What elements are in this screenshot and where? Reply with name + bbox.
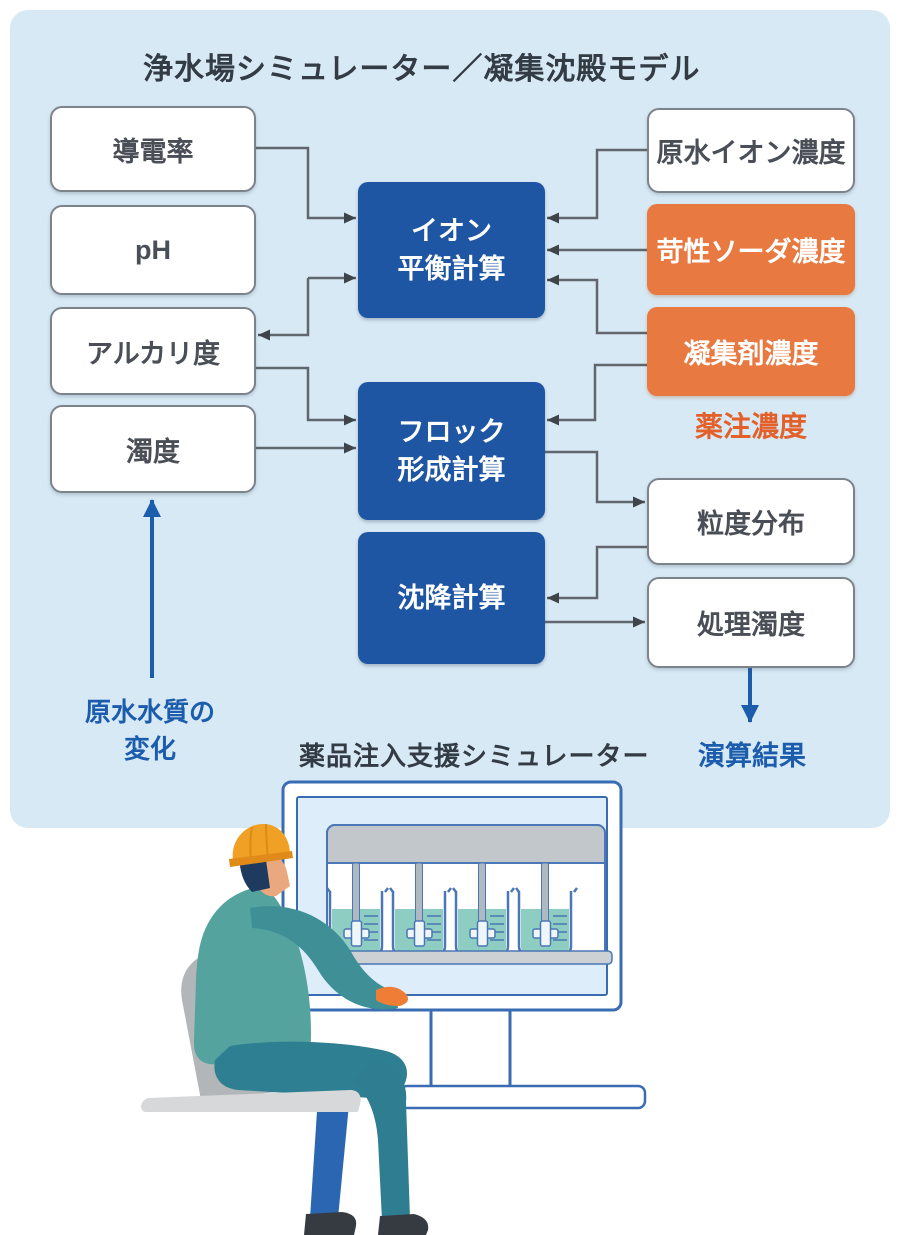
connector-raw-ion-to-ion-calc	[547, 148, 647, 224]
monitor-base	[398, 1084, 647, 1110]
operator-person	[193, 823, 429, 1235]
monitor-stand	[429, 1010, 512, 1088]
jar-tester	[319, 824, 613, 965]
connector-particle-size-to-sedimentation	[547, 545, 647, 604]
connector-coagulant-to-ion-calc	[547, 274, 647, 335]
calc-box-floc-formation: フロック 形成計算	[358, 382, 545, 520]
connector-alkalinity-to-floc-calc	[256, 366, 356, 426]
calc-box-sedimentation: 沈降計算	[358, 532, 545, 664]
output-box-particle-size: 粒度分布	[647, 478, 855, 565]
box-label: 処理濁度	[697, 610, 805, 640]
note-line: 原水水質の	[84, 697, 215, 727]
simulator-caption: 薬品注入支援シミュレーター	[299, 741, 650, 771]
input-box-conductivity: 導電率	[50, 106, 256, 192]
box-label: 導電率	[112, 136, 194, 167]
monitor-illustration	[281, 780, 647, 1110]
person-shoe	[304, 1212, 357, 1235]
connector-floc-calc-to-particle-size	[545, 450, 645, 508]
box-label: 凝集剤濃度	[683, 339, 819, 369]
input-box-alkalinity: アルカリ度	[50, 307, 256, 395]
jar-tester-shelf	[319, 950, 613, 965]
raw-water-change-note: 原水水質の 変化	[55, 694, 245, 768]
calc-box-label-line2: 平衡計算	[397, 254, 506, 284]
note-line: 変化	[123, 734, 176, 764]
calc-box-label-line1: イオン	[411, 216, 492, 246]
output-box-treated-turbidity: 処理濁度	[647, 577, 855, 668]
box-label: アルカリ度	[86, 338, 220, 369]
box-label: 粒度分布	[697, 509, 805, 539]
input-box-turbidity: 濁度	[50, 405, 256, 493]
connector-coagulant-to-floc-calc	[547, 363, 647, 426]
box-label: 苛性ソーダ濃度	[656, 237, 846, 267]
box-label: 原水イオン濃度	[656, 138, 846, 168]
calc-box-ion-equilibrium: イオン 平衡計算	[358, 182, 545, 318]
jar-tester-motor-bar	[326, 824, 606, 864]
calc-box-label-line1: 沈降計算	[397, 583, 506, 613]
chemical-box-coagulant: 凝集剤濃度	[647, 307, 855, 396]
person-arm	[250, 906, 398, 1010]
hard-hat-brim	[229, 851, 293, 867]
diagram-title: 浄水場シミュレーター／凝集沈殿モデル	[143, 53, 701, 86]
input-box-ph: pH	[50, 205, 256, 295]
person-front-leg	[352, 1060, 410, 1220]
chemical-group-label: 薬注濃度	[694, 411, 807, 442]
person-back-leg	[310, 1094, 350, 1218]
flow-connectors	[256, 146, 647, 628]
person-hand	[376, 986, 408, 1006]
chemical-box-caustic-soda: 苛性ソーダ濃度	[647, 204, 855, 295]
calc-box-label-line2: 形成計算	[397, 455, 506, 485]
connector-conductivity-to-ion-calc	[256, 146, 356, 224]
person-shoe	[378, 1214, 429, 1235]
result-label: 演算結果	[698, 741, 806, 771]
connector-ion-calc-to-alkalinity	[258, 278, 310, 341]
calc-box-label-line1: フロック	[397, 417, 506, 447]
box-label: pH	[135, 234, 171, 265]
operator-illustration	[141, 780, 647, 1235]
chair-seat	[141, 1090, 361, 1112]
box-label: 濁度	[126, 436, 180, 467]
input-box-raw-water-ion: 原水イオン濃度	[647, 108, 855, 193]
